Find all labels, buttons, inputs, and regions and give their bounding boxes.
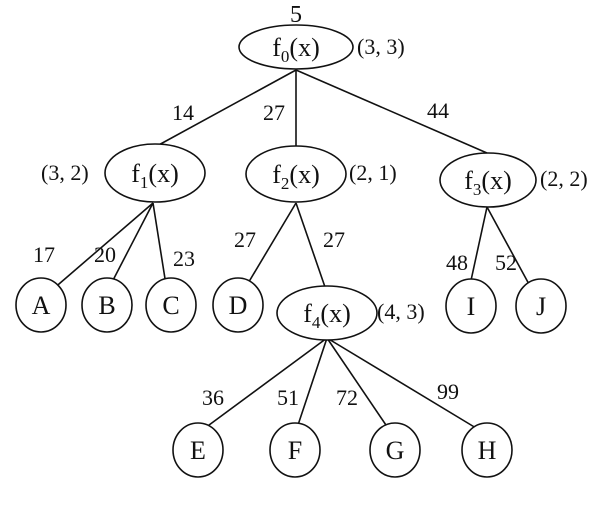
weight-f1-C: 23: [173, 246, 195, 271]
node-C: C: [145, 277, 197, 333]
node-I-label: I: [467, 292, 476, 321]
node-f2-label: f2(x): [272, 160, 320, 193]
node-f3-label: f3(x): [464, 166, 512, 199]
node-f0-annotation: (3, 3): [357, 34, 405, 59]
node-J: J: [515, 278, 567, 334]
weight-f1-B: 20: [94, 242, 116, 267]
node-C-label: C: [162, 291, 179, 320]
edge-f4-H: [326, 337, 477, 429]
node-B-label: B: [98, 291, 115, 320]
node-f2-annotation: (2, 1): [349, 160, 397, 185]
weight-f3-J: 52: [495, 250, 517, 275]
weight-f4-G: 72: [336, 385, 358, 410]
weight-f2-D: 27: [234, 227, 256, 252]
node-B: B: [81, 277, 133, 333]
node-f3: f3(x): [439, 152, 537, 208]
weight-f4-H: 99: [437, 379, 459, 404]
node-G-label: G: [386, 436, 405, 465]
node-H: H: [461, 422, 513, 478]
node-f4: f4(x): [276, 285, 378, 341]
edge-f2-f4: [295, 202, 326, 288]
node-H-label: H: [478, 436, 497, 465]
edge-f4-F: [296, 337, 328, 429]
edge-f0-f3: [295, 69, 488, 154]
node-E-label: E: [190, 436, 206, 465]
weight-f4-F: 51: [277, 385, 299, 410]
edge-weights: 14 27 44 17 20 23 27 27 48 52 36 51 72 9…: [33, 98, 517, 410]
weight-f4-E: 36: [202, 385, 224, 410]
node-F-label: F: [288, 436, 302, 465]
node-f0-label: f0(x): [272, 33, 320, 66]
edge-f1-B: [109, 202, 154, 287]
node-A-label: A: [32, 291, 51, 320]
node-I: I: [445, 278, 497, 334]
edge-f4-E: [204, 337, 328, 429]
node-f1: f1(x): [104, 143, 206, 203]
node-A: A: [15, 277, 67, 333]
node-f1-label: f1(x): [131, 159, 179, 192]
weight-f0-f3: 44: [427, 98, 449, 123]
node-D-label: D: [229, 291, 248, 320]
weight-f2-f4: 27: [323, 227, 345, 252]
node-J-label: J: [536, 292, 546, 321]
node-f1-annotation: (3, 2): [41, 160, 89, 185]
weight-f1-A: 17: [33, 242, 55, 267]
root-top-label: 5: [290, 2, 302, 28]
edge-f2-D: [246, 202, 297, 286]
weight-f3-I: 48: [446, 250, 468, 275]
node-f3-annotation: (2, 2): [540, 166, 588, 191]
edge-f3-J: [486, 206, 531, 287]
weight-f0-f2: 27: [263, 100, 285, 125]
node-D: D: [212, 277, 264, 333]
node-f2: f2(x): [245, 145, 347, 203]
edge-f1-A: [51, 202, 154, 291]
node-f4-annotation: (4, 3): [377, 299, 425, 324]
node-f4-label: f4(x): [303, 299, 351, 332]
node-F: F: [269, 422, 321, 478]
edge-f0-f1: [154, 69, 297, 148]
node-E: E: [172, 422, 224, 478]
edge-f4-G: [326, 337, 389, 429]
node-f0: f0(x): [238, 24, 354, 70]
edges: [51, 69, 531, 429]
node-G: G: [369, 422, 421, 478]
edge-f3-I: [469, 206, 488, 286]
weight-f0-f1: 14: [172, 100, 194, 125]
edge-f1-C: [152, 202, 167, 286]
